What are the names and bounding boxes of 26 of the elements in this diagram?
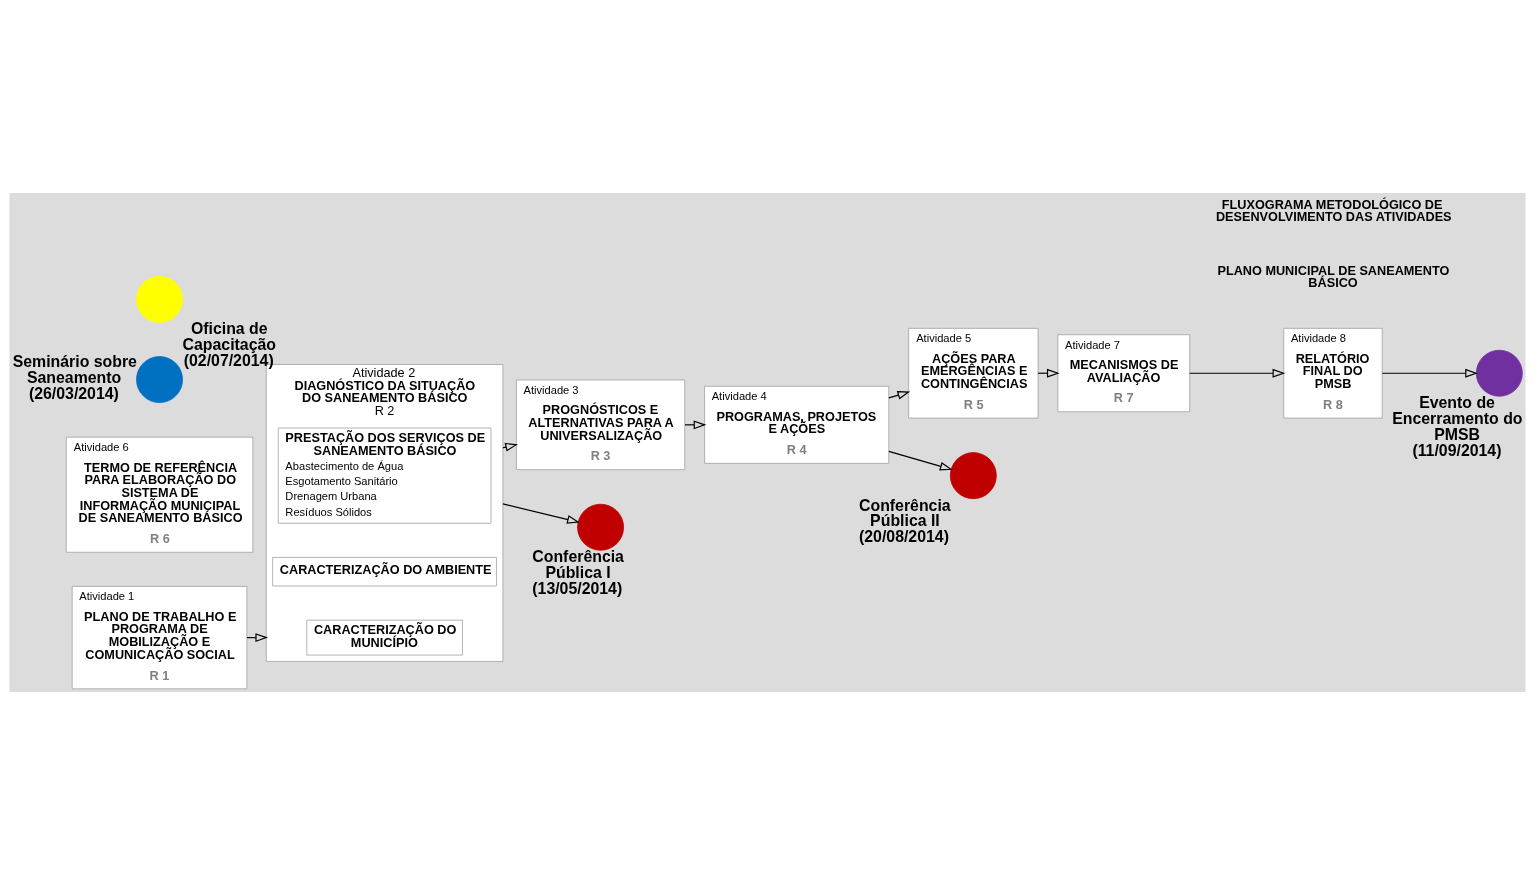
node-label: Seminário sobre Saneamento (26/03/2014) — [12, 352, 137, 402]
arrow — [502, 502, 580, 524]
node-box: Atividade 7 MECANISMOS DE AVALIAÇÃO R 7 — [1057, 333, 1191, 412]
arrow — [888, 450, 953, 471]
node-box: Atividade 3 PROGNÓSTICOS E ALTERNATIVAS PARA A UNIVERSALIZAÇÃO R 3 — [516, 379, 686, 470]
label: PLANO MUNICIPAL DE SANEAMENTO BÁSICO — [1217, 263, 1450, 290]
node-label: Evento de Encerramento do PMSB (11/09/2014) — [1392, 393, 1523, 459]
node-circle — [1475, 349, 1523, 397]
node-box: CARACTERIZAÇÃO DO AMBIENTE — [272, 556, 497, 586]
label: FLUXOGRAMA METODOLÓGICO DE DESENVOLVIMENTO DAS ATIVIDADES — [1215, 197, 1452, 224]
node-circle — [577, 503, 624, 551]
arrow — [1189, 368, 1286, 378]
arrow — [888, 390, 911, 399]
node-box: Atividade 4 PROGRAMAS, PROJETOS E AÇÕES R 4 — [704, 385, 890, 464]
node-label: Conferência Pública II (20/08/2014) — [859, 496, 951, 545]
node-box: Atividade 5 AÇÕES PARA EMERGÊNCIAS E CONTINGÊNCIAS R 5 — [908, 327, 1039, 418]
node-box: Atividade 1 PLANO DE TRABALHO E PROGRAMA DE MOBILIZAÇÃO E COMUNICAÇÃO SOCIAL R 1 — [71, 585, 248, 689]
node-circle — [136, 275, 183, 323]
node-box: Atividade 6 TERMO DE REFERÊNCIA PARA ELABORAÇÃO DO SISTEMA DE INFORMAÇÃO MUNICIPAL DE SANEAMENTO BÁSICO R 6 — [65, 436, 254, 553]
node-circle — [949, 451, 997, 499]
arrow — [1381, 368, 1478, 378]
node-box: CARACTERIZAÇÃO DO MUNICÍPIO — [306, 619, 463, 655]
node-box: Atividade 8 RELATÓRIO FINAL DO PMSB R 8 — [1283, 327, 1383, 418]
node-label: Conferência Pública I (13/05/2014) — [532, 547, 624, 597]
node-circle — [136, 355, 183, 403]
node-box: PRESTAÇÃO DOS SERVIÇOS DE SANEAMENTO BÁSICO Abastecimento de Água Esgotamento Sanitário Drenagem Urbana Resíduos Sólidos — [277, 427, 492, 524]
